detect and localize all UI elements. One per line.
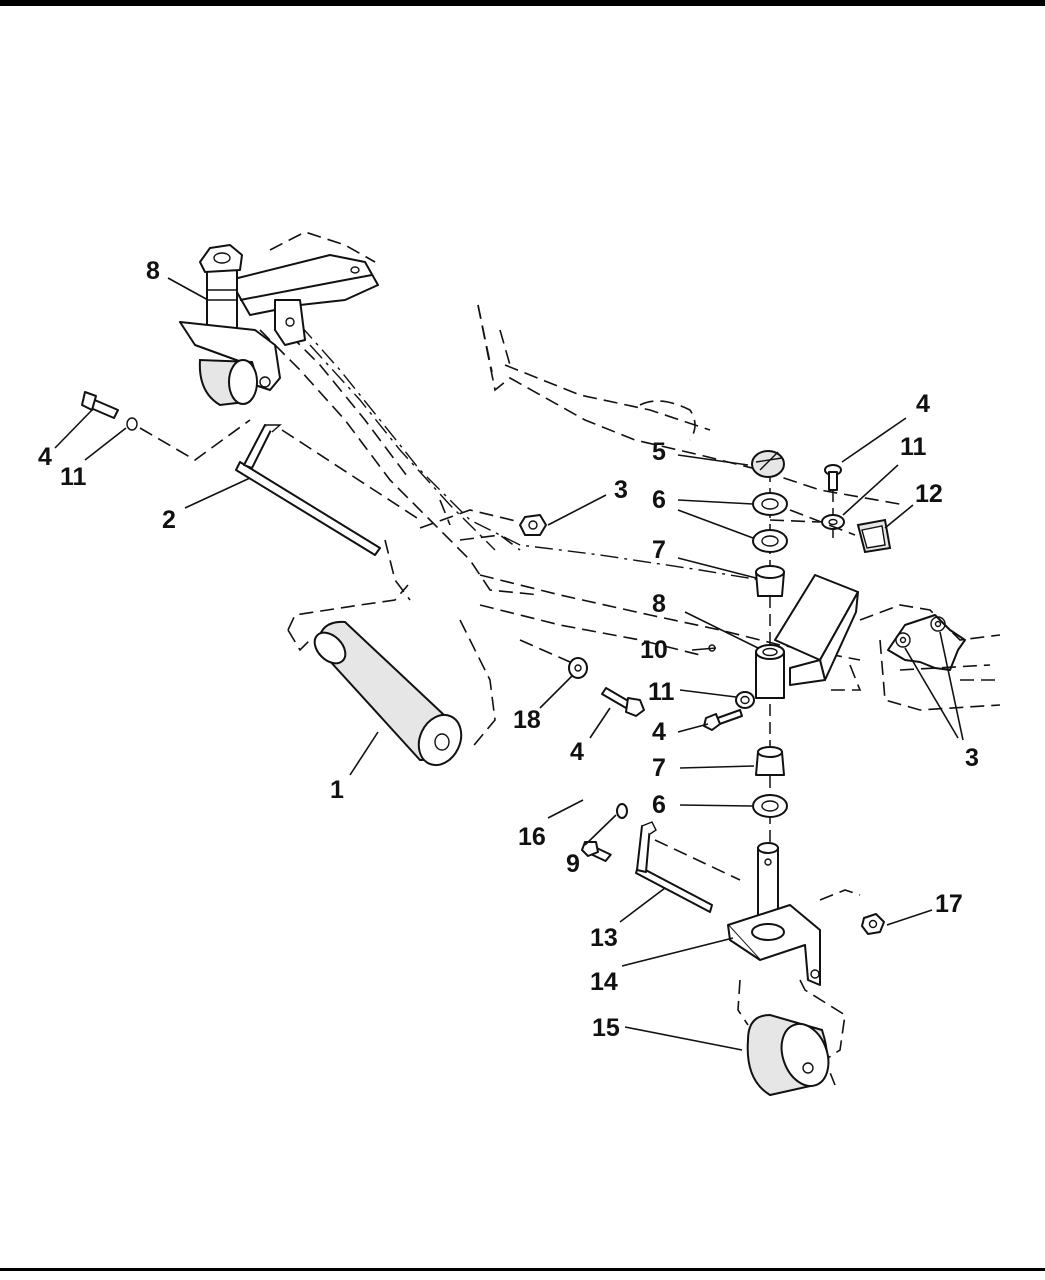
top-rule	[0, 0, 1045, 6]
caster-yoke-arm	[708, 574, 859, 699]
callout-4-right: 4	[916, 390, 930, 418]
callout-6-upper: 6	[652, 486, 666, 514]
callout-15: 15	[592, 1014, 620, 1042]
callout-3-upper: 3	[614, 476, 628, 504]
callout-1: 1	[330, 776, 344, 804]
callout-11-upper: 11	[60, 463, 87, 491]
callout-8-right: 8	[652, 590, 666, 618]
nut-17	[861, 913, 885, 935]
callout-8-upper: 8	[146, 257, 160, 285]
callout-11-middle: 11	[648, 678, 675, 706]
bolt-4-upper	[81, 391, 251, 461]
bumper-12	[789, 509, 892, 554]
cap-5	[751, 450, 785, 478]
leader-lines	[54, 277, 964, 1051]
pin-13	[635, 821, 741, 913]
washer-9	[616, 803, 628, 819]
callout-4-middle: 4	[570, 738, 584, 766]
callout-17: 17	[935, 890, 963, 918]
callout-9: 9	[566, 850, 580, 878]
callout-labels: 8 4 11 2 1 3 18 4 4 11 12 5 6 7 8 10 11 …	[38, 257, 979, 1042]
callout-3-right: 3	[965, 744, 979, 772]
pin-2	[235, 424, 421, 556]
callout-18: 18	[513, 706, 541, 734]
washer-11-middle	[735, 691, 755, 709]
callout-14: 14	[590, 968, 618, 996]
callout-11-right: 11	[900, 433, 927, 461]
wheel-15	[746, 1013, 830, 1097]
callout-13: 13	[590, 924, 618, 952]
callout-16: 16	[518, 823, 546, 851]
callout-7-upper: 7	[652, 536, 666, 564]
upper-caster-assembly	[179, 244, 379, 407]
bolt-4-middle	[601, 687, 645, 717]
callout-7-lower: 7	[652, 754, 666, 782]
bearing-6-lower	[752, 794, 788, 818]
callout-12: 12	[915, 480, 943, 508]
nut-3-upper	[419, 509, 547, 536]
callout-4-upper: 4	[38, 443, 52, 471]
fork-14	[727, 842, 821, 986]
callout-5: 5	[652, 438, 666, 466]
bolt-16	[581, 841, 612, 863]
nuts-3-right	[887, 614, 966, 671]
callout-2: 2	[162, 506, 176, 534]
bottom-rule	[0, 1268, 1045, 1271]
bearing-6-upper	[752, 492, 788, 553]
callout-4-lower: 4	[652, 718, 666, 746]
callout-10: 10	[640, 636, 668, 664]
bolt-4-lower	[703, 709, 743, 731]
callout-6-lower: 6	[652, 791, 666, 819]
bolt-4-right	[824, 464, 842, 491]
bushing-7-lower	[755, 746, 785, 776]
bushing-7-upper	[755, 565, 785, 597]
washer-18	[519, 639, 588, 679]
roller-1	[313, 620, 463, 767]
washer-11-right	[769, 514, 845, 530]
deck-frame-outline	[259, 231, 1001, 1086]
